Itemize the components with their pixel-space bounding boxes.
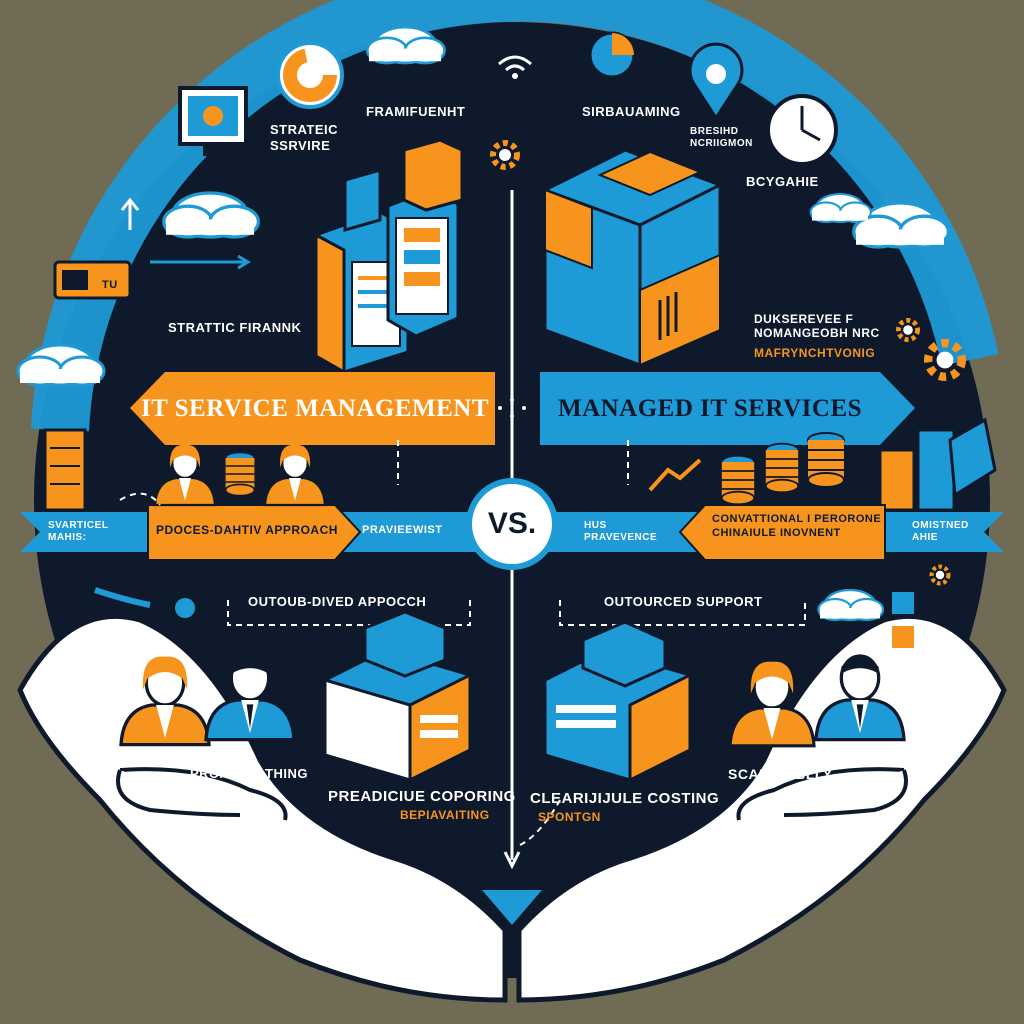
server-icon-right: [878, 417, 997, 512]
ribbon-left-end: [20, 512, 140, 552]
bottom-triangle: [482, 890, 542, 925]
database-icon: [224, 451, 256, 497]
label-spontgn: SPONTGN: [538, 810, 601, 824]
wifi-icon: [498, 55, 532, 79]
dashed-connectors: [119, 440, 806, 846]
top-arc: [31, 0, 999, 432]
server-boxes-left: [314, 138, 464, 375]
label-scalability: SCALAMIBLLY: [728, 766, 833, 782]
managed-it-banner-shape: [540, 372, 915, 445]
location-pin-icon: [688, 42, 744, 121]
label-strategic-service: STRATEIC SSRVIRE: [270, 122, 339, 153]
label-praviewist: PRAVIEEWIST: [362, 524, 443, 536]
label-widget-tu: TU: [102, 279, 118, 291]
trend-arrow-icon: [648, 458, 702, 492]
box-icon-right: [543, 620, 692, 783]
label-framework: FRAMIFUENHT: [366, 104, 466, 119]
label-proapevathing: PROAPEVATHING: [190, 766, 308, 781]
node-icon: [175, 598, 195, 618]
label-outcome-driven-approach: OUTOUB-DIVED APPOCCH: [248, 594, 427, 609]
label-strategic-mahis: SVARTICEL MAHIS:: [48, 520, 109, 543]
process-tag-right: [678, 504, 886, 561]
label-strategic-framework: STRATTIC FIRANNK: [168, 320, 302, 335]
label-hus-pravevence: HUS PRAVEVENCE: [584, 520, 658, 543]
clock-icon: [766, 94, 838, 166]
label-brand-recognition: BRESIHD NCRIIGMON: [690, 126, 753, 149]
server-icon-left: [43, 428, 87, 512]
box-icon-left: [323, 610, 472, 783]
label-outsourced-support: OUTOURCED SUPPORT: [604, 594, 763, 609]
vs-badge: VS.: [466, 478, 558, 570]
label-predictable-costing: PREADICIUE COPORING: [328, 788, 516, 805]
pie-chart-icon: [276, 41, 344, 109]
label-process-driven-approach: PDOCES-DAHTIV APPROACH: [156, 523, 338, 537]
monitor-icon: [178, 86, 248, 156]
coins-icon-2: [764, 442, 800, 494]
label-bcygahie: BCYGAHIE: [746, 174, 819, 189]
label-conventional-performance: CONVATTIONAL I PERORONE CHINAIULE INOVNE…: [712, 513, 882, 539]
banner-managed-it-services: MANAGED IT SERVICES: [557, 394, 863, 422]
dots-icon: [498, 398, 526, 418]
label-monitoring: MAFRYNCHTVONIG: [754, 346, 876, 360]
curved-arrow-icon: [94, 587, 151, 608]
coins-icon: [720, 454, 756, 506]
label-bepiavaiting: BEPIAVAITING: [400, 808, 490, 822]
banner-it-service-management: IT SERVICE MANAGEMENT: [140, 394, 490, 422]
label-streaming: SIRBAUAMING: [582, 104, 681, 119]
server-boxes-right: [543, 148, 722, 367]
it-service-banner-shape: [130, 372, 495, 445]
arrow-icon: [150, 254, 251, 270]
label-omistned: OMISTNED AHIE: [912, 520, 969, 543]
small-tile-icons: [892, 592, 914, 648]
left-arrow-icon: [120, 197, 140, 230]
pie-chart-icon-2: [588, 31, 636, 79]
ribbon-right-end: [884, 512, 1004, 552]
label-clear-costing: CLEARIJIJULE COSTING: [530, 790, 720, 807]
label-services-management: DUKSEREVEE F NOMANGEOBH NRC: [754, 312, 880, 340]
left-widget: [53, 260, 132, 300]
